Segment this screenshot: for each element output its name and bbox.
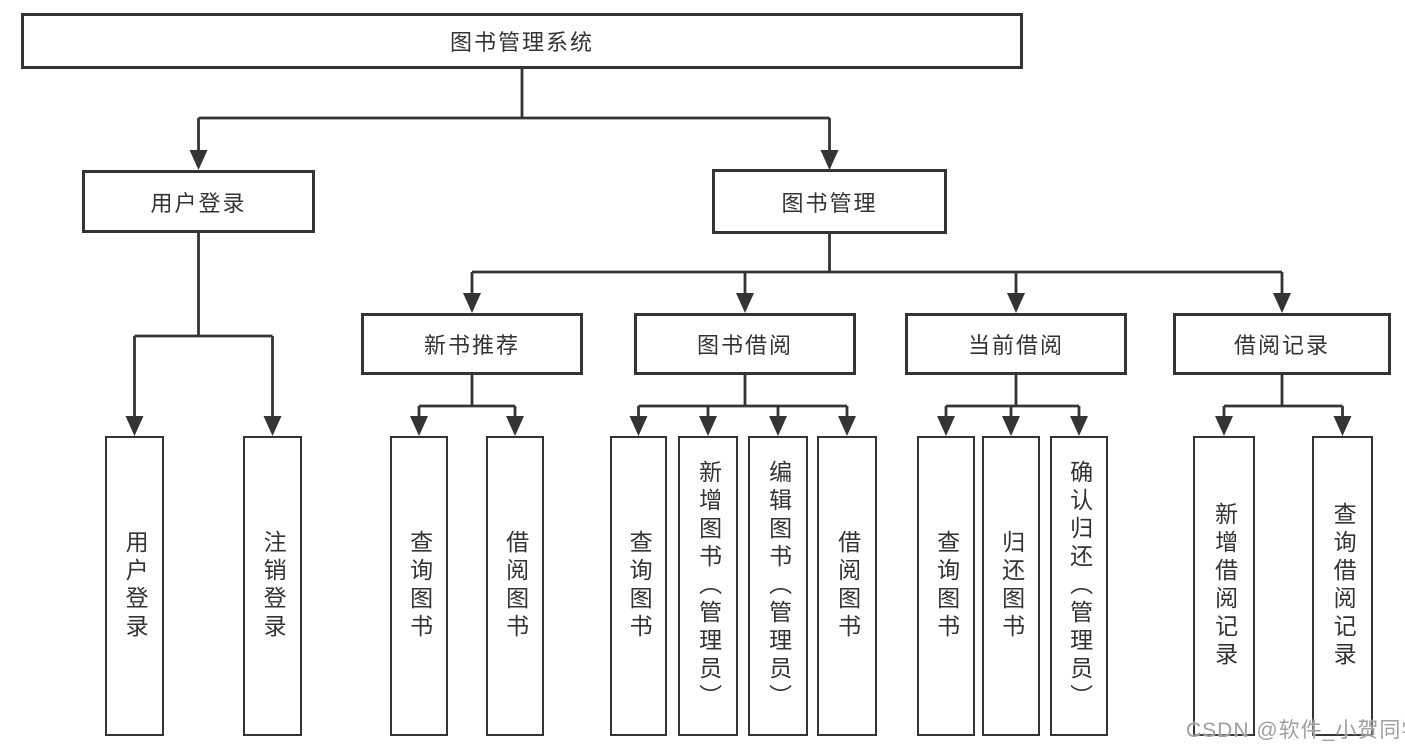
leaf-borrow-books-label: 借阅图书 — [834, 530, 861, 642]
node-user-login-label: 用户登录 — [150, 190, 247, 216]
leaf-edit-books-admin-label: 编辑图书（管理员） — [765, 460, 792, 712]
arrowhead — [838, 416, 856, 436]
leaf-add-borrow-record-label: 新增借阅记录 — [1211, 502, 1238, 670]
node-current-borrow: 当前借阅 — [905, 313, 1127, 375]
node-book-borrow-label: 图书借阅 — [696, 333, 793, 358]
arrowhead — [1002, 416, 1020, 436]
connector-root-to-level2 — [197, 69, 831, 152]
arrowhead — [736, 293, 754, 313]
node-book-management: 图书管理 — [712, 169, 947, 234]
leaf-borrow-books-recommend: 借阅图书 — [486, 436, 544, 736]
node-new-book-recommend-label: 新书推荐 — [423, 333, 520, 358]
arrowhead — [410, 416, 428, 436]
arrowhead — [189, 150, 208, 170]
connector-book-borrow-to-children — [637, 375, 849, 418]
node-new-book-recommend: 新书推荐 — [361, 313, 583, 375]
leaf-query-borrow-record: 查询借阅记录 — [1312, 436, 1373, 736]
arrowhead — [1215, 416, 1233, 436]
leaf-confirm-return-admin-label: 确认归还（管理员） — [1066, 460, 1093, 712]
node-borrow-records-label: 借阅记录 — [1233, 333, 1330, 358]
leaf-query-books-recommend-label: 查询图书 — [406, 530, 433, 642]
arrowhead — [263, 416, 282, 436]
arrowhead — [506, 416, 524, 436]
leaf-query-books-current: 查询图书 — [917, 436, 975, 736]
node-user-login: 用户登录 — [82, 170, 315, 233]
leaf-query-borrow-record-label: 查询借阅记录 — [1330, 502, 1357, 670]
connector-current-borrow-to-children — [944, 375, 1081, 418]
leaf-query-books-borrow: 查询图书 — [610, 436, 667, 736]
connector-user-login-to-children — [133, 233, 274, 418]
arrowhead — [463, 293, 481, 313]
leaf-add-borrow-record: 新增借阅记录 — [1193, 436, 1255, 736]
node-root-label: 图书管理系统 — [449, 30, 594, 55]
connector-new-book-recommend-to-children — [417, 375, 517, 418]
leaf-logout-label: 注销登录 — [260, 530, 287, 642]
leaf-edit-books-admin: 编辑图书（管理员） — [748, 436, 808, 736]
connector-book-management-to-level3 — [470, 234, 1284, 295]
leaf-borrow-books-recommend-label: 借阅图书 — [502, 530, 529, 642]
csdn-watermark: CSDN @软件_小贺同学 — [1186, 719, 1405, 742]
leaf-query-books-current-label: 查询图书 — [933, 530, 960, 642]
node-borrow-records: 借阅记录 — [1173, 313, 1391, 375]
arrowhead — [1070, 416, 1088, 436]
arrowhead — [1333, 416, 1352, 436]
leaf-return-books-label: 归还图书 — [998, 530, 1025, 642]
node-book-borrow: 图书借阅 — [634, 313, 856, 375]
arrowhead — [629, 416, 648, 436]
leaf-query-books-borrow-label: 查询图书 — [626, 530, 653, 642]
arrowhead — [125, 416, 144, 436]
arrowhead — [769, 416, 787, 436]
leaf-add-books-admin: 新增图书（管理员） — [678, 436, 738, 736]
leaf-borrow-books: 借阅图书 — [817, 436, 877, 736]
leaf-query-books-recommend: 查询图书 — [390, 436, 448, 736]
leaf-return-books: 归还图书 — [982, 436, 1040, 736]
connector-borrow-records-to-children — [1222, 375, 1344, 418]
node-current-borrow-label: 当前借阅 — [967, 333, 1064, 358]
leaf-user-login-label: 用户登录 — [122, 530, 149, 642]
arrowhead — [699, 416, 717, 436]
arrowhead — [820, 150, 839, 170]
leaf-confirm-return-admin: 确认归还（管理员） — [1050, 436, 1108, 736]
arrowhead — [1007, 293, 1025, 313]
arrowhead — [1273, 293, 1291, 313]
leaf-add-books-admin-label: 新增图书（管理员） — [695, 460, 722, 712]
node-book-management-label: 图书管理 — [781, 190, 878, 216]
leaf-logout: 注销登录 — [243, 436, 302, 736]
node-root: 图书管理系统 — [21, 13, 1023, 69]
arrowhead — [937, 416, 955, 436]
leaf-user-login: 用户登录 — [105, 436, 164, 736]
